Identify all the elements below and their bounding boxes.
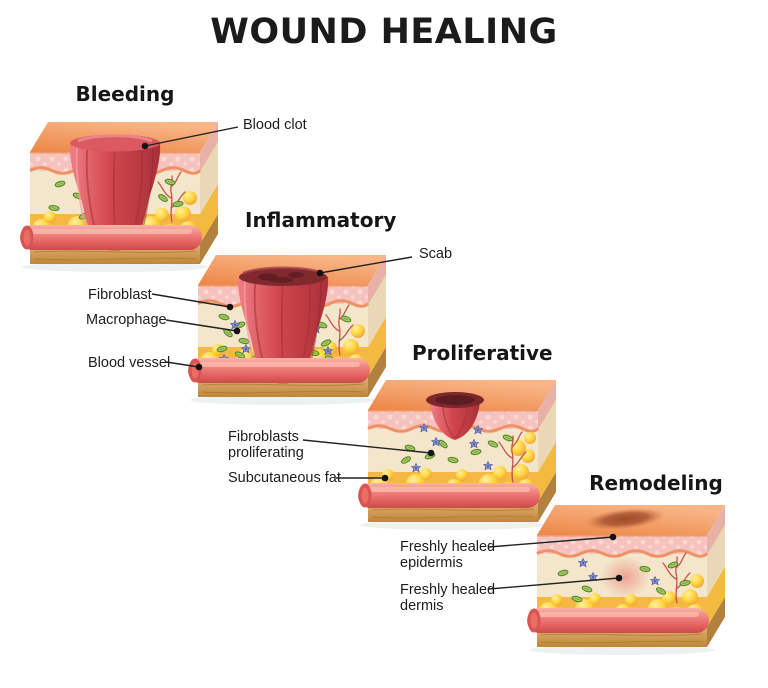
blood-vessel-tube — [358, 483, 540, 508]
shrinking-wound — [426, 392, 484, 440]
annotation-scab: Scab — [419, 246, 453, 262]
annotation-macrophage: Macrophage — [86, 312, 167, 328]
stage-label-bleeding: Bleeding — [75, 82, 175, 106]
stage-label-remodeling: Remodeling — [589, 471, 723, 495]
skin-block-proliferative — [358, 380, 568, 532]
skin-block-bleeding-svg — [20, 122, 218, 272]
stage-label-proliferative: Proliferative — [412, 341, 553, 365]
healed-scar-mark — [585, 508, 665, 530]
scab-clot — [236, 266, 330, 385]
stage-label-inflammatory: Inflammatory — [245, 208, 397, 232]
annotation-freshly-healed-dermis: Freshly healed dermis — [400, 582, 496, 615]
fat-bubble — [510, 440, 526, 456]
page-title: WOUND HEALING — [210, 12, 558, 52]
skin-block-inflammatory-svg — [188, 255, 386, 405]
blood-vessel-tube — [20, 225, 202, 250]
fat-bubble — [524, 432, 536, 444]
blood-vessel-tube — [188, 358, 370, 383]
skin-block-inflammatory — [188, 255, 398, 407]
healed-dermis-tinge — [600, 556, 650, 598]
annotation-fibroblasts-proliferating: Fibroblasts proliferating — [228, 429, 304, 462]
annotation-fibroblast: Fibroblast — [88, 287, 152, 303]
annotation-blood-vessel: Blood vessel — [88, 355, 171, 371]
skin-block-remodeling-svg — [527, 505, 725, 655]
skin-block-bleeding — [20, 122, 230, 274]
annotation-freshly-healed-epidermis: Freshly healed epidermis — [400, 539, 496, 572]
annotation-blood-clot: Blood clot — [243, 117, 307, 133]
skin-block-remodeling — [527, 505, 737, 657]
blood-vessel-tube — [527, 608, 709, 633]
skin-block-proliferative-svg — [358, 380, 556, 530]
annotation-subcutaneous-fat: Subcutaneous fat — [228, 470, 341, 486]
